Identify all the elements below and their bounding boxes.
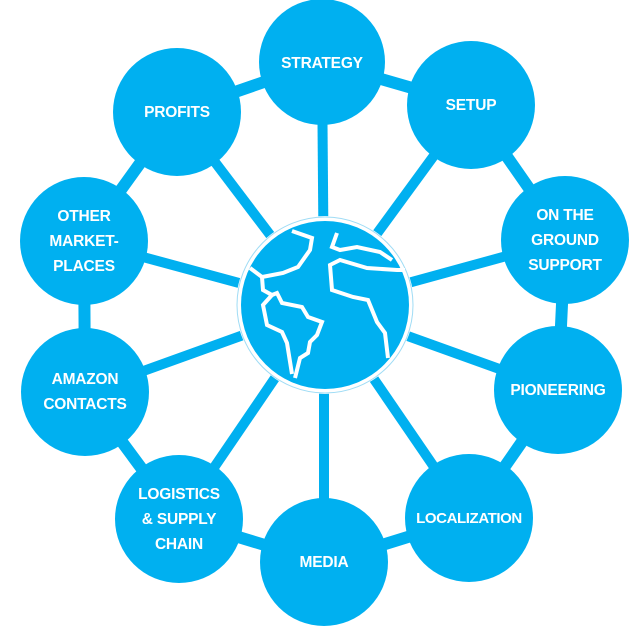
node-amazon-contacts — [21, 328, 149, 456]
node-profits — [113, 48, 241, 176]
node-on-the-ground-support — [501, 176, 629, 304]
node-strategy — [259, 0, 385, 125]
node-other-marketplaces — [20, 177, 148, 305]
outer-nodes — [20, 0, 629, 626]
globe-icon — [236, 216, 414, 394]
node-localization — [405, 454, 533, 582]
node-setup — [407, 41, 535, 169]
node-pioneering — [494, 326, 622, 454]
node-logistics-supply-chain — [115, 455, 243, 583]
node-media — [260, 498, 388, 626]
